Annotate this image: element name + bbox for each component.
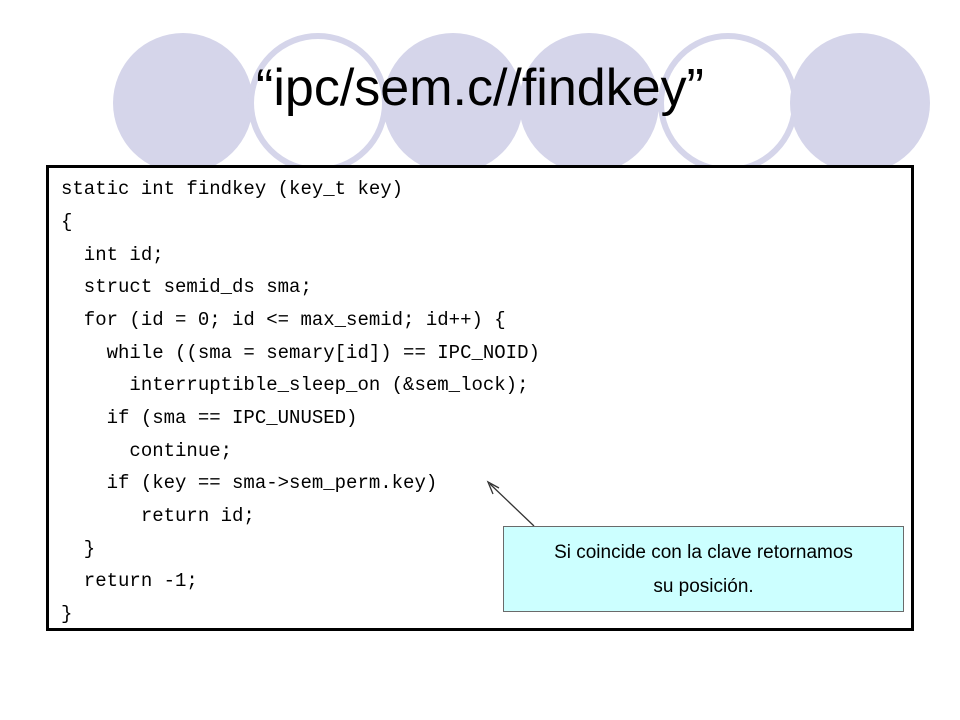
decorative-ring — [248, 33, 388, 173]
code-line: continue; — [61, 440, 233, 462]
code-line: interruptible_sleep_on (&sem_lock); — [61, 374, 529, 396]
code-line: int id; — [61, 244, 164, 266]
decorative-circle — [113, 33, 253, 173]
code-line: if (sma == IPC_UNUSED) — [61, 407, 358, 429]
code-line: } — [61, 538, 96, 560]
code-line: { — [61, 211, 73, 233]
code-line: for (id = 0; id <= max_semid; id++) { — [61, 309, 506, 331]
code-line: while ((sma = semary[id]) == IPC_NOID) — [61, 342, 540, 364]
decorative-circle — [519, 33, 659, 173]
callout-text-line: Si coincide con la clave retornamos — [554, 542, 853, 563]
code-line: return -1; — [61, 570, 198, 592]
decorative-ring — [658, 33, 798, 173]
code-line: if (key == sma->sem_perm.key) — [61, 472, 438, 494]
code-line: struct semid_ds sma; — [61, 276, 312, 298]
decorative-circle — [383, 33, 523, 173]
code-line: return id; — [61, 505, 255, 527]
callout-text-line: su posición. — [653, 576, 754, 597]
code-line: static int findkey (key_t key) — [61, 178, 404, 200]
code-line: } — [61, 603, 73, 625]
decorative-circle — [790, 33, 930, 173]
callout-note: Si coincide con la clave retornamos su p… — [503, 526, 904, 612]
slide-title: “ipc/sem.c//findkey” — [256, 59, 704, 117]
